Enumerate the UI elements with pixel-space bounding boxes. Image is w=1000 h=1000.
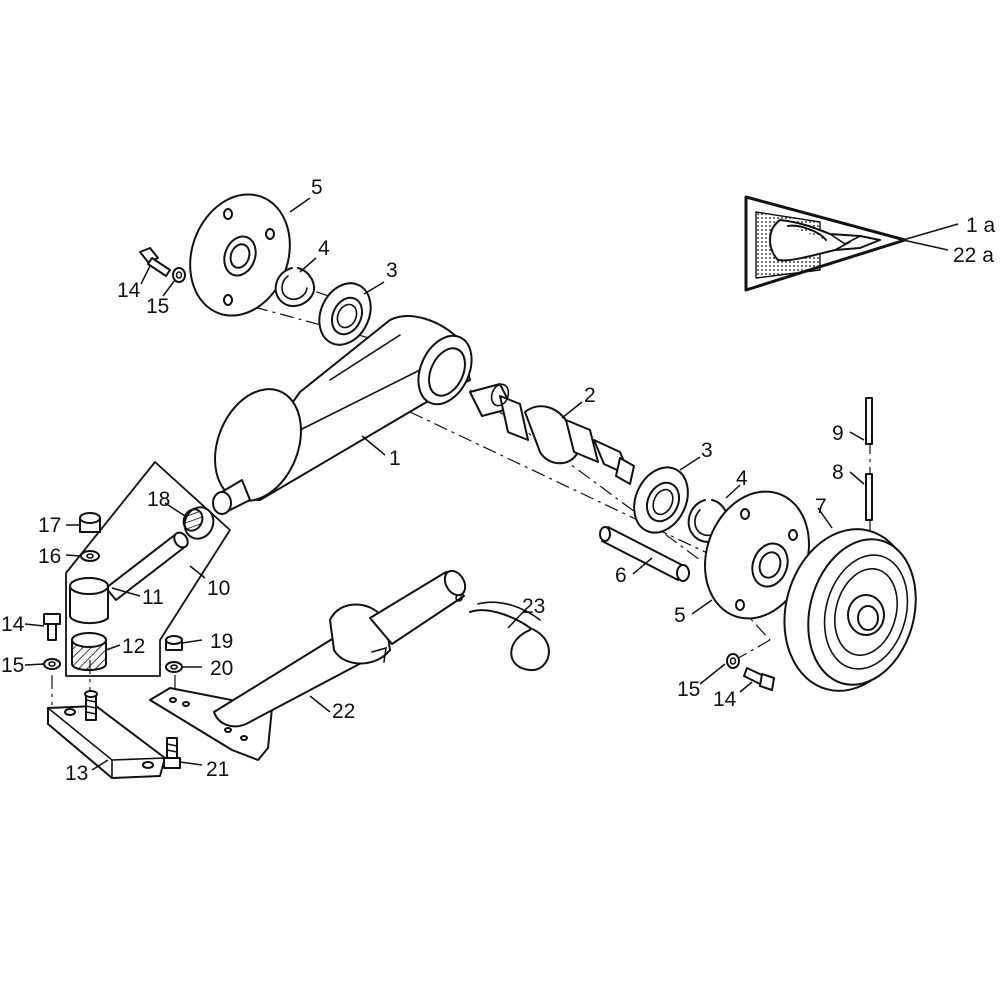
- washer-20: [165, 661, 183, 673]
- shaft: [469, 383, 635, 485]
- buffer-12: [71, 632, 107, 671]
- washer-15-left: [43, 658, 61, 670]
- callout-4-lower: 4: [736, 467, 748, 490]
- callout-14-right: 14: [713, 688, 737, 711]
- bolt-14-upper: [139, 247, 171, 277]
- swing-arm: [212, 315, 473, 515]
- callout-2: 2: [584, 384, 596, 407]
- bolt-21: [163, 737, 181, 769]
- callout-19: 19: [210, 630, 233, 653]
- callout-15-left: 15: [1, 654, 24, 677]
- callout-15-right: 15: [677, 678, 700, 701]
- callout-18: 18: [147, 488, 170, 511]
- callout-3-upper: 3: [386, 259, 398, 282]
- washer-16: [80, 550, 100, 562]
- callout-13: 13: [65, 762, 88, 785]
- callout-12: 12: [122, 635, 145, 658]
- callout-6: 6: [615, 564, 627, 587]
- washer-15-upper: [172, 267, 186, 283]
- callout-10: 10: [207, 577, 230, 600]
- callout-5-upper: 5: [311, 176, 323, 199]
- pin-arm-11: [69, 531, 189, 624]
- callout-14-top: 14: [117, 279, 141, 302]
- key-9: [865, 397, 873, 445]
- callout-7: 7: [815, 495, 827, 518]
- subassembly-10-frame: [65, 461, 231, 677]
- bolt-14-right: [743, 667, 775, 691]
- callout-14-left: 14: [1, 613, 25, 636]
- callout-21: 21: [206, 758, 229, 781]
- pin-6: [599, 526, 690, 582]
- callout-16: 16: [38, 545, 61, 568]
- pennant-symbol: [744, 195, 959, 292]
- key-8: [865, 473, 873, 521]
- nut-17: [79, 512, 101, 533]
- callout-22: 22: [332, 700, 355, 723]
- callout-labels: 1 2 3 3 4 4 5 5 6 7 8 9 10 11 12 13 14 1…: [1, 176, 996, 785]
- pennant-ref-22a: 22 a: [953, 244, 994, 267]
- circlip-upper: [274, 267, 316, 308]
- callout-4-upper: 4: [318, 237, 330, 260]
- pennant-ref-1a: 1 a: [966, 214, 996, 237]
- washer-15-right: [726, 653, 740, 669]
- nut-19: [165, 635, 183, 651]
- callout-20: 20: [210, 657, 233, 680]
- bushing-18: [182, 506, 215, 540]
- flange-plate-lower: [704, 490, 810, 620]
- callout-3-lower: 3: [701, 439, 713, 462]
- callout-11: 11: [142, 586, 164, 609]
- pulley: [783, 528, 917, 692]
- callout-9: 9: [832, 422, 844, 445]
- bolt-14-left: [43, 613, 61, 641]
- bearing-upper: [318, 282, 372, 346]
- callout-15-top: 15: [146, 295, 169, 318]
- callout-17: 17: [38, 514, 61, 537]
- flange-plate-upper: [189, 193, 291, 317]
- hairpin-clip-23: [469, 601, 550, 672]
- callout-1: 1: [389, 447, 401, 470]
- callout-5-lower: 5: [674, 604, 686, 627]
- bracket-22: [149, 569, 467, 761]
- leader-lines: [24, 197, 865, 771]
- bearing-lower: [633, 466, 689, 534]
- callout-8: 8: [832, 461, 844, 484]
- callout-23: 23: [522, 595, 545, 618]
- bracket-13: [47, 690, 166, 779]
